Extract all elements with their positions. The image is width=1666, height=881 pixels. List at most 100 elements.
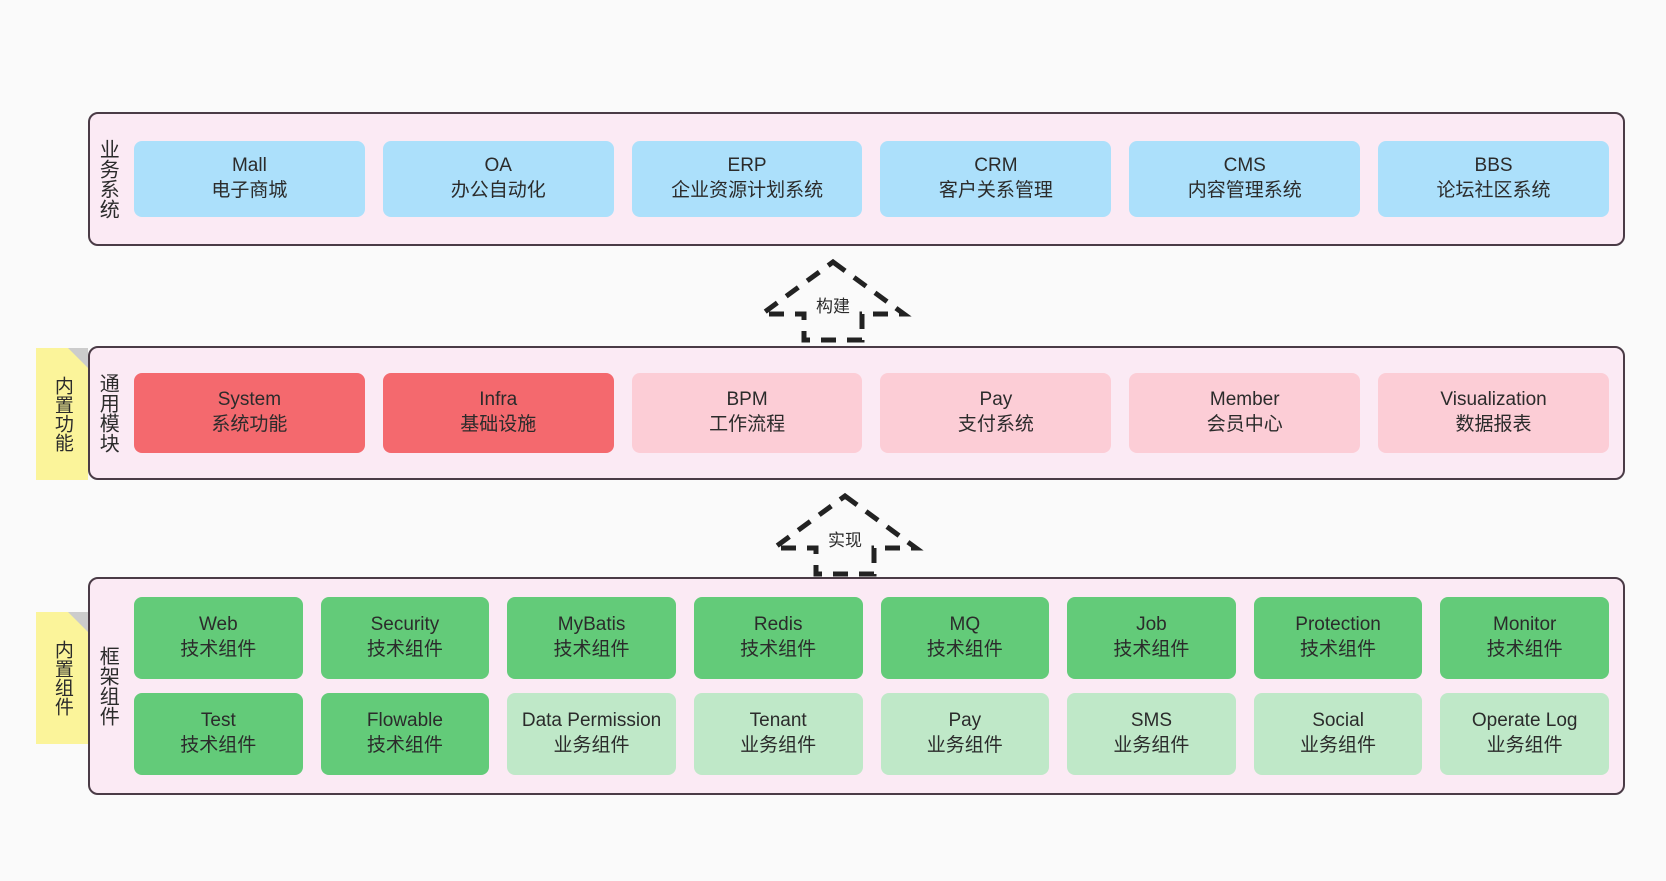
framework-card-tenant[interactable]: Tenant 业务组件 <box>693 693 863 775</box>
card-desc: 技术组件 <box>1113 639 1190 660</box>
business-card-cms[interactable]: CMS 内容管理系统 <box>1129 141 1361 217</box>
card-desc: 业务组件 <box>553 735 630 756</box>
card-desc: 业务组件 <box>740 735 817 756</box>
layer-common-modules: 通用模块 System 系统功能 Infra 基础设施 BPM 工作流程 Pay… <box>88 346 1625 480</box>
business-card-oa[interactable]: OA 办公自动化 <box>382 141 614 217</box>
common-card-member[interactable]: Member 会员中心 <box>1129 373 1361 453</box>
framework-card-redis[interactable]: Redis 技术组件 <box>693 597 863 679</box>
framework-card-mq[interactable]: MQ 技术组件 <box>880 597 1050 679</box>
card-desc: 技术组件 <box>1300 639 1377 660</box>
note-fold-corner-icon <box>68 348 88 368</box>
card-desc: 客户关系管理 <box>938 180 1053 201</box>
card-name: SMS <box>1130 710 1173 732</box>
card-name: Web <box>198 614 238 636</box>
layer-body-business: Mall 电子商城 OA 办公自动化 ERP 企业资源计划系统 CRM 客户关系… <box>124 114 1623 244</box>
card-desc: 数据报表 <box>1455 414 1532 435</box>
layer-business-systems: 业务系统 Mall 电子商城 OA 办公自动化 ERP 企业资源计划系统 CRM… <box>88 112 1625 246</box>
common-row: System 系统功能 Infra 基础设施 BPM 工作流程 Pay 支付系统… <box>134 373 1609 453</box>
common-card-system[interactable]: System 系统功能 <box>134 373 365 453</box>
framework-card-data-permission[interactable]: Data Permission 业务组件 <box>507 693 676 775</box>
card-desc: 业务组件 <box>926 735 1003 756</box>
card-name: Protection <box>1295 614 1381 636</box>
card-name: CRM <box>974 155 1018 177</box>
card-desc: 工作流程 <box>709 414 786 435</box>
card-name: Job <box>1136 614 1167 636</box>
card-desc: 办公自动化 <box>450 180 546 201</box>
layer-body-framework: Web 技术组件 Security 技术组件 MyBatis 技术组件 Redi… <box>124 579 1623 793</box>
card-name: Visualization <box>1440 389 1547 411</box>
card-name: BPM <box>726 389 768 411</box>
card-desc: 企业资源计划系统 <box>671 180 824 201</box>
layer-title-framework: 框架组件 <box>96 646 119 726</box>
framework-card-sms[interactable]: SMS 业务组件 <box>1067 693 1236 775</box>
card-name: Monitor <box>1493 614 1557 636</box>
business-card-bbs[interactable]: BBS 论坛社区系统 <box>1378 141 1609 217</box>
card-desc: 内容管理系统 <box>1187 180 1302 201</box>
card-name: Pay <box>948 710 982 732</box>
card-name: Security <box>370 614 440 636</box>
card-name: Operate Log <box>1471 710 1578 732</box>
card-name: CMS <box>1223 155 1266 177</box>
card-desc: 技术组件 <box>366 639 443 660</box>
note-label: 内置组件 <box>51 640 73 716</box>
card-name: Social <box>1312 710 1364 732</box>
card-name: OA <box>484 155 512 177</box>
card-desc: 系统功能 <box>211 414 288 435</box>
framework-card-job[interactable]: Job 技术组件 <box>1067 597 1236 679</box>
card-desc: 业务组件 <box>1486 735 1563 756</box>
common-card-pay[interactable]: Pay 支付系统 <box>880 373 1112 453</box>
card-desc: 技术组件 <box>366 735 443 756</box>
common-card-bpm[interactable]: BPM 工作流程 <box>631 373 863 453</box>
card-name: ERP <box>727 155 767 177</box>
card-name: Test <box>200 710 236 732</box>
card-name: Mall <box>231 155 267 177</box>
arrow-build: 构建 <box>754 258 912 344</box>
framework-card-flowable[interactable]: Flowable 技术组件 <box>320 693 490 775</box>
card-name: System <box>217 389 282 411</box>
note-fold-corner-icon <box>68 612 88 632</box>
card-desc: 技术组件 <box>180 639 257 660</box>
framework-card-mybatis[interactable]: MyBatis 技术组件 <box>507 597 676 679</box>
framework-row-2: Test 技术组件 Flowable 技术组件 Data Permission … <box>134 693 1609 775</box>
common-card-infra[interactable]: Infra 基础设施 <box>382 373 614 453</box>
card-desc: 电子商城 <box>211 180 288 201</box>
arrow-up-outline-icon <box>766 492 924 577</box>
business-card-mall[interactable]: Mall 电子商城 <box>134 141 365 217</box>
card-name: Data Permission <box>521 710 662 732</box>
card-desc: 技术组件 <box>740 639 817 660</box>
business-row: Mall 电子商城 OA 办公自动化 ERP 企业资源计划系统 CRM 客户关系… <box>134 141 1609 217</box>
card-desc: 技术组件 <box>1486 639 1563 660</box>
framework-card-protection[interactable]: Protection 技术组件 <box>1253 597 1423 679</box>
card-desc: 基础设施 <box>460 414 537 435</box>
framework-card-social[interactable]: Social 业务组件 <box>1253 693 1423 775</box>
card-desc: 技术组件 <box>553 639 630 660</box>
layer-body-common: System 系统功能 Infra 基础设施 BPM 工作流程 Pay 支付系统… <box>124 348 1623 478</box>
arrow-implement: 实现 <box>766 492 924 578</box>
card-name: MyBatis <box>557 614 626 636</box>
card-desc: 业务组件 <box>1300 735 1377 756</box>
layer-framework-components: 框架组件 Web 技术组件 Security 技术组件 MyBatis 技术组件… <box>88 577 1625 795</box>
framework-card-operate-log[interactable]: Operate Log 业务组件 <box>1440 693 1609 775</box>
note-builtin-functions: 内置功能 <box>36 348 88 480</box>
layer-title-business: 业务系统 <box>96 139 119 219</box>
framework-card-pay[interactable]: Pay 业务组件 <box>880 693 1050 775</box>
framework-card-web[interactable]: Web 技术组件 <box>134 597 303 679</box>
card-desc: 业务组件 <box>1113 735 1190 756</box>
card-desc: 技术组件 <box>180 735 257 756</box>
framework-card-monitor[interactable]: Monitor 技术组件 <box>1440 597 1609 679</box>
business-card-crm[interactable]: CRM 客户关系管理 <box>880 141 1112 217</box>
card-name: Flowable <box>366 710 443 732</box>
business-card-erp[interactable]: ERP 企业资源计划系统 <box>631 141 863 217</box>
framework-card-test[interactable]: Test 技术组件 <box>134 693 303 775</box>
card-name: Redis <box>753 614 803 636</box>
framework-row-1: Web 技术组件 Security 技术组件 MyBatis 技术组件 Redi… <box>134 597 1609 679</box>
arrow-build-label: 构建 <box>816 297 850 316</box>
card-desc: 会员中心 <box>1206 414 1283 435</box>
card-name: Infra <box>479 389 518 411</box>
card-name: Tenant <box>749 710 807 732</box>
note-label: 内置功能 <box>51 376 73 452</box>
framework-card-security[interactable]: Security 技术组件 <box>320 597 490 679</box>
arrow-up-outline-icon <box>754 258 912 343</box>
common-card-visualization[interactable]: Visualization 数据报表 <box>1378 373 1609 453</box>
